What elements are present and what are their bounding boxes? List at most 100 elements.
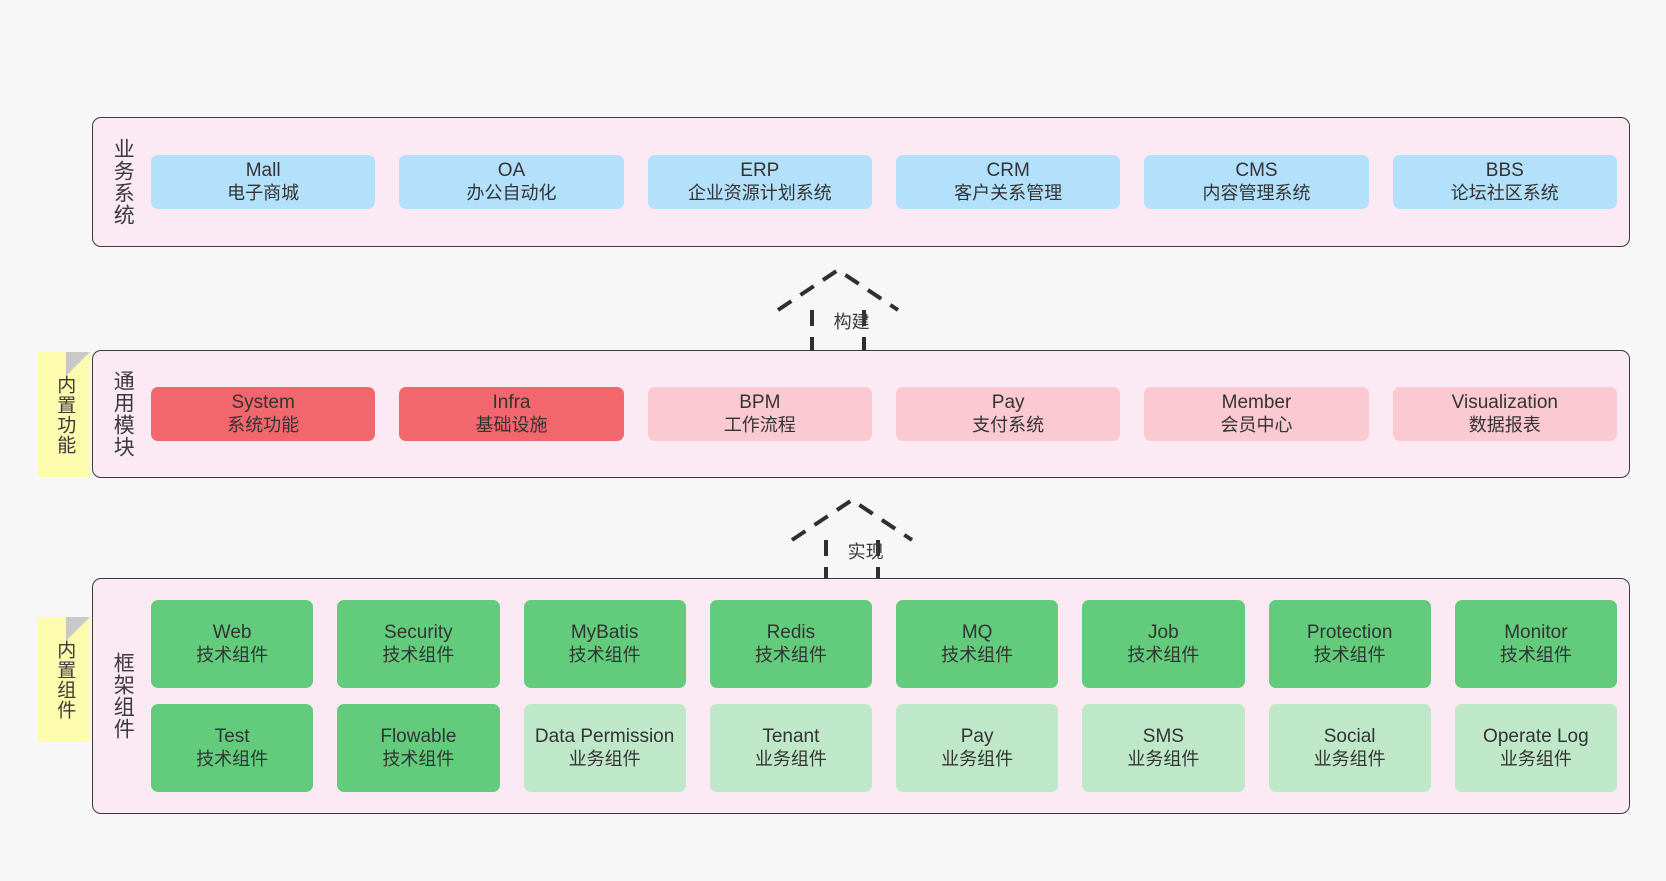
card-title: Operate Log <box>1483 726 1589 748</box>
card-title: CRM <box>986 160 1030 182</box>
card-title: SMS <box>1142 726 1184 748</box>
layer-common-modules: 通用模块 System 系统功能 Infra 基础设施 BPM 工作流程 Pay… <box>92 350 1630 478</box>
card-subtitle: 技术组件 <box>1127 644 1200 665</box>
card-sms[interactable]: SMS 业务组件 <box>1082 704 1245 792</box>
card-social[interactable]: Social 业务组件 <box>1268 704 1431 792</box>
sticky-note-builtin-components: 内置组件 <box>38 617 90 742</box>
card-subtitle: 业务组件 <box>568 748 641 769</box>
connector-implement: 实现 <box>782 492 942 592</box>
card-subtitle: 业务组件 <box>754 748 827 769</box>
card-monitor[interactable]: Monitor 技术组件 <box>1454 600 1617 688</box>
card-member[interactable]: Member 会员中心 <box>1144 387 1369 441</box>
card-erp[interactable]: ERP 企业资源计划系统 <box>647 155 872 209</box>
card-title: CMS <box>1235 160 1278 182</box>
card-title: Monitor <box>1504 622 1568 644</box>
card-job[interactable]: Job 技术组件 <box>1082 600 1245 688</box>
card-title: BPM <box>739 392 781 414</box>
card-subtitle: 技术组件 <box>382 644 455 665</box>
connector-build-label: 构建 <box>833 312 870 332</box>
card-subtitle: 技术组件 <box>568 644 641 665</box>
card-subtitle: 技术组件 <box>196 644 269 665</box>
card-subtitle: 办公自动化 <box>466 182 557 203</box>
connector-build: 构建 <box>768 262 928 362</box>
card-subtitle: 内容管理系统 <box>1202 182 1311 203</box>
card-flowable[interactable]: Flowable 技术组件 <box>337 704 500 792</box>
card-subtitle: 技术组件 <box>754 644 827 665</box>
card-title: Redis <box>766 622 816 644</box>
card-subtitle: 技术组件 <box>1313 644 1386 665</box>
layer-body-common-modules: System 系统功能 Infra 基础设施 BPM 工作流程 Pay 支付系统… <box>139 361 1617 467</box>
card-security[interactable]: Security 技术组件 <box>337 600 500 688</box>
card-pay-business[interactable]: Pay 业务组件 <box>896 704 1059 792</box>
card-bpm[interactable]: BPM 工作流程 <box>647 387 872 441</box>
card-visualization[interactable]: Visualization 数据报表 <box>1392 387 1617 441</box>
card-subtitle: 技术组件 <box>1499 644 1572 665</box>
layer-caption-business-systems: 业务系统 <box>111 138 135 226</box>
card-title: Pay <box>960 726 994 748</box>
card-subtitle: 业务组件 <box>1127 748 1200 769</box>
card-redis[interactable]: Redis 技术组件 <box>709 600 872 688</box>
card-data-permission[interactable]: Data Permission 业务组件 <box>523 704 686 792</box>
card-subtitle: 业务组件 <box>1499 748 1572 769</box>
card-title: Social <box>1323 726 1376 748</box>
card-subtitle: 数据报表 <box>1468 414 1541 435</box>
card-row: Test 技术组件 Flowable 技术组件 Data Permission … <box>151 704 1617 792</box>
card-title: MQ <box>961 622 993 644</box>
card-title: Data Permission <box>534 726 675 748</box>
card-title: Test <box>214 726 250 748</box>
card-title: BBS <box>1485 160 1524 182</box>
connector-implement-label: 实现 <box>847 542 884 562</box>
sticky-note-label: 内置功能 <box>54 374 76 455</box>
card-title: Protection <box>1306 622 1393 644</box>
card-row: System 系统功能 Infra 基础设施 BPM 工作流程 Pay 支付系统… <box>151 387 1617 441</box>
card-system[interactable]: System 系统功能 <box>151 387 376 441</box>
card-test[interactable]: Test 技术组件 <box>151 704 314 792</box>
card-subtitle: 技术组件 <box>941 644 1014 665</box>
card-title: Job <box>1148 622 1179 644</box>
card-cms[interactable]: CMS 内容管理系统 <box>1144 155 1369 209</box>
card-row: Mall 电子商城 OA 办公自动化 ERP 企业资源计划系统 CRM 客户关系… <box>151 155 1617 209</box>
card-subtitle: 论坛社区系统 <box>1450 182 1559 203</box>
card-crm[interactable]: CRM 客户关系管理 <box>895 155 1121 209</box>
card-subtitle: 技术组件 <box>196 748 269 769</box>
card-web[interactable]: Web 技术组件 <box>151 600 314 688</box>
card-subtitle: 技术组件 <box>382 748 455 769</box>
card-subtitle: 业务组件 <box>941 748 1014 769</box>
sticky-note-label: 内置组件 <box>54 639 76 720</box>
card-title: Security <box>384 622 453 644</box>
card-mybatis[interactable]: MyBatis 技术组件 <box>523 600 686 688</box>
card-subtitle: 支付系统 <box>972 414 1045 435</box>
card-row: Web 技术组件 Security 技术组件 MyBatis 技术组件 Redi… <box>151 600 1617 688</box>
card-subtitle: 电子商城 <box>227 182 300 203</box>
card-protection[interactable]: Protection 技术组件 <box>1268 600 1431 688</box>
card-subtitle: 基础设施 <box>475 414 548 435</box>
layer-caption-framework-components: 框架组件 <box>111 652 135 740</box>
card-infra[interactable]: Infra 基础设施 <box>399 387 624 441</box>
card-tenant[interactable]: Tenant 业务组件 <box>709 704 872 792</box>
card-bbs[interactable]: BBS 论坛社区系统 <box>1392 155 1617 209</box>
card-mq[interactable]: MQ 技术组件 <box>896 600 1059 688</box>
layer-framework-components: 框架组件 Web 技术组件 Security 技术组件 MyBatis 技术组件… <box>92 578 1630 814</box>
card-subtitle: 客户关系管理 <box>954 182 1063 203</box>
card-subtitle: 系统功能 <box>227 414 300 435</box>
card-operate-log[interactable]: Operate Log 业务组件 <box>1454 704 1617 792</box>
card-title: ERP <box>740 160 780 182</box>
card-subtitle: 企业资源计划系统 <box>687 182 832 203</box>
card-title: Pay <box>991 392 1025 414</box>
layer-body-business-systems: Mall 电子商城 OA 办公自动化 ERP 企业资源计划系统 CRM 客户关系… <box>139 128 1617 236</box>
card-title: MyBatis <box>570 622 639 644</box>
card-title: Member <box>1221 392 1292 414</box>
card-title: Tenant <box>762 726 820 748</box>
card-mall[interactable]: Mall 电子商城 <box>151 155 376 209</box>
card-title: Visualization <box>1451 392 1558 414</box>
layer-caption-common-modules: 通用模块 <box>111 370 135 458</box>
card-title: OA <box>497 160 526 182</box>
card-title: System <box>231 392 295 414</box>
card-title: Flowable <box>380 726 457 748</box>
layer-body-framework-components: Web 技术组件 Security 技术组件 MyBatis 技术组件 Redi… <box>139 589 1617 803</box>
card-oa[interactable]: OA 办公自动化 <box>399 155 624 209</box>
card-pay[interactable]: Pay 支付系统 <box>895 387 1121 441</box>
card-title: Mall <box>245 160 281 182</box>
layer-business-systems: 业务系统 Mall 电子商城 OA 办公自动化 ERP 企业资源计划系统 CRM… <box>92 117 1630 247</box>
